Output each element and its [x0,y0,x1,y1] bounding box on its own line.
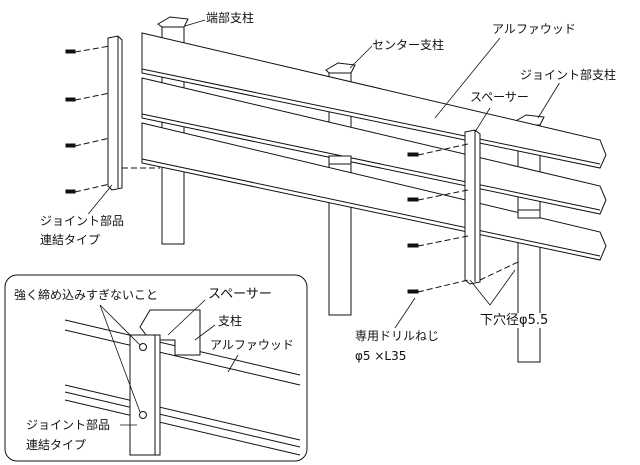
label-screw-2: φ5 ×L35 [355,349,407,364]
board-middle [141,77,607,215]
label-joint-part-1: ジョイント部品 [40,214,125,229]
inset-label-alfa-wood: アルファウッド [210,338,294,353]
joint-plate-left [107,35,123,191]
label-joint-part-2: 連結タイプ [40,233,101,248]
label-joint-post: ジョイント部支柱 [520,68,617,83]
label-screw-1: 専用ドリルねじ [355,329,440,344]
label-alfa-wood: アルファウッド [492,22,576,37]
inset-label-post: 支柱 [218,314,243,329]
inset-label-warning: 強く締め込みすぎないこと [14,288,159,303]
screws [74,45,519,293]
joint-plate-right [464,129,481,285]
inset-label-joint-part-1: ジョイント部品 [26,418,111,433]
label-center-post: センター支柱 [372,38,445,53]
inset-label-spacer: スペーサー [208,287,272,302]
label-spacer: スペーサー [470,90,529,105]
label-pilot-hole: 下穴径φ5.5 [480,313,549,328]
board-top [141,32,607,169]
label-end-post: 端部支柱 [206,11,255,26]
inset-label-joint-part-2: 連結タイプ [26,438,87,453]
